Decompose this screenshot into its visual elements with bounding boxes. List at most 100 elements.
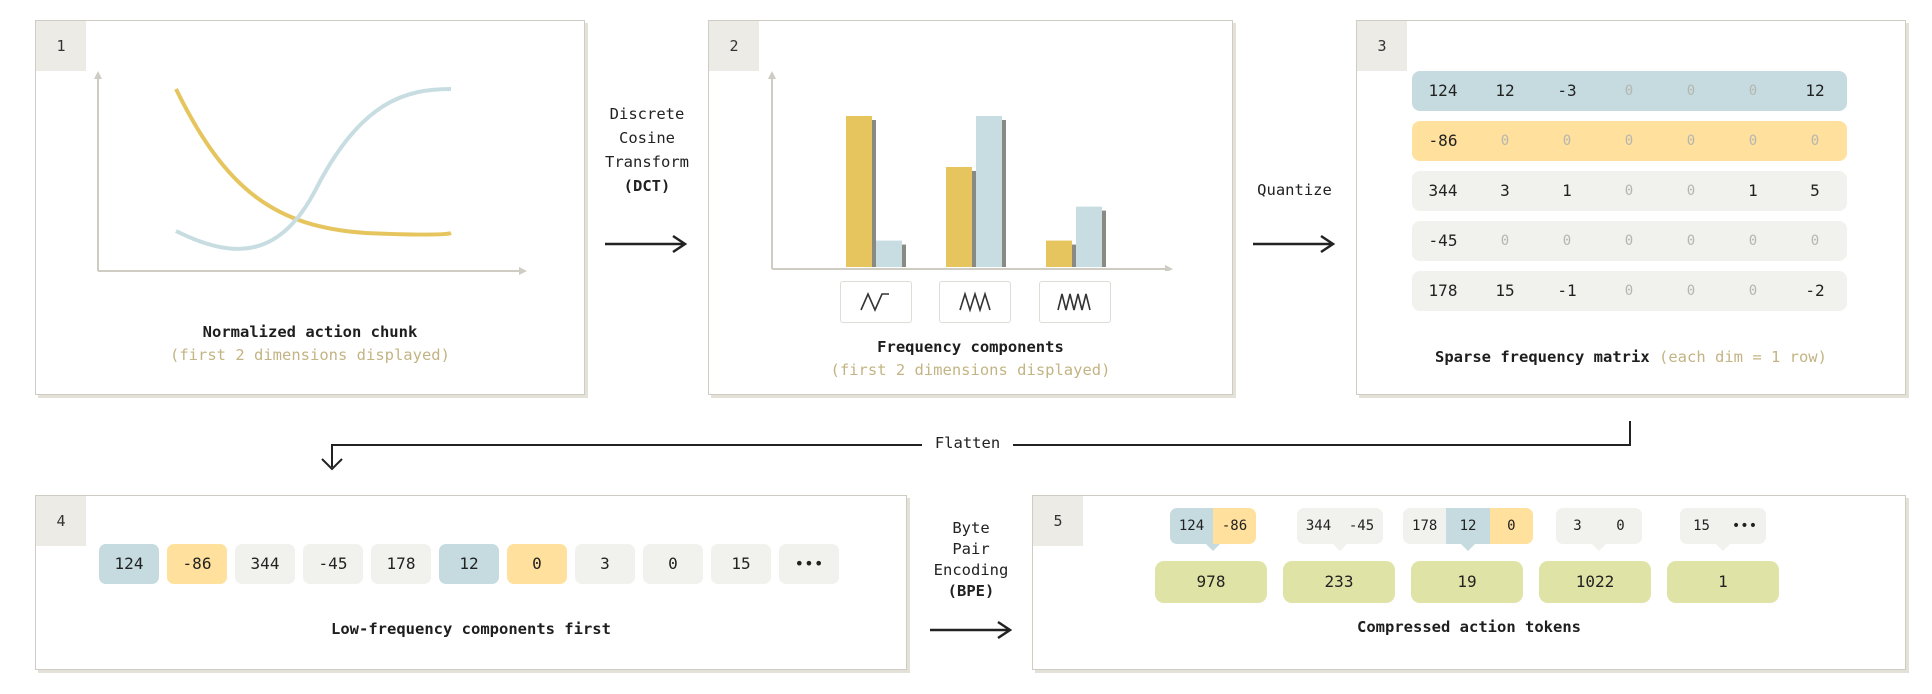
frequency-bar-chart xyxy=(768,71,1173,271)
matrix-cell: 0 xyxy=(1686,233,1696,249)
bar-series-1-mid-frequency xyxy=(946,166,976,267)
bar-series-1-low-frequency xyxy=(846,116,876,267)
matrix-cell: -45 xyxy=(1428,231,1458,250)
quantize-step-label: Quantize xyxy=(1257,181,1332,199)
matrix-cell: 0 xyxy=(1624,83,1634,99)
action-chunk-plot xyxy=(94,71,527,275)
matrix-cell: 5 xyxy=(1810,181,1820,200)
panel-caption: Sparse frequency matrix (each dim = 1 ro… xyxy=(1357,346,1905,369)
panel-title: Compressed action tokens xyxy=(1357,618,1581,636)
group-value: -86 xyxy=(1213,508,1256,544)
matrix-cell: 0 xyxy=(1748,133,1758,149)
group-value: 0 xyxy=(1489,508,1533,544)
panel-title: Normalized action chunk xyxy=(202,323,418,341)
matrix-cell: 0 xyxy=(1686,283,1696,299)
y-axis-arrow xyxy=(768,71,776,79)
flatten-step-label: Flatten xyxy=(922,431,1013,455)
step-badge: 2 xyxy=(709,21,759,71)
merged-group: 124-86 xyxy=(1170,508,1256,551)
dct-step-label: Discrete Cosine Transform (DCT) xyxy=(587,102,707,198)
panel-title: Low-frequency components first xyxy=(331,620,611,638)
matrix-cell: 1 xyxy=(1748,181,1758,200)
step-badge: 4 xyxy=(36,496,86,546)
panel-title: Sparse frequency matrix xyxy=(1435,348,1650,366)
flattened-chip: 344 xyxy=(235,544,295,584)
matrix-cell: -3 xyxy=(1557,81,1577,100)
group-value: 12 xyxy=(1446,508,1490,544)
matrix-cell: 0 xyxy=(1810,233,1820,249)
panel-frequency-components: 2 Frequency components (first 2 dimensio… xyxy=(708,20,1233,395)
matrix-cell: 344 xyxy=(1428,181,1458,200)
panel-normalized-action-chunk: 1 Normalized action chunk (first 2 dimen… xyxy=(35,20,585,395)
bpe-step-label: Byte Pair Encoding (BPE) xyxy=(916,518,1026,602)
merged-group: 15••• xyxy=(1680,508,1766,551)
group-pointer xyxy=(1716,544,1730,551)
matrix-cell: -2 xyxy=(1805,281,1825,300)
flattened-chip: 12 xyxy=(439,544,499,584)
x-axis-arrow xyxy=(1165,265,1173,271)
dct-line-1: Discrete xyxy=(609,105,685,123)
matrix-cell: 0 xyxy=(1500,233,1510,249)
dimension-1-curve xyxy=(174,88,452,237)
bpe-line-2: Pair xyxy=(952,540,990,558)
matrix-cell: 1 xyxy=(1562,181,1572,200)
matrix-cell: -1 xyxy=(1557,281,1577,300)
action-token: 233 xyxy=(1283,561,1395,603)
matrix-cell: 0 xyxy=(1624,233,1634,249)
matrix-cell: 12 xyxy=(1805,81,1825,100)
matrix-cell: -86 xyxy=(1428,131,1458,150)
flattened-chip: 124 xyxy=(99,544,159,584)
bar-series-2-high-frequency xyxy=(1076,206,1106,267)
matrix-cell: 0 xyxy=(1686,83,1696,99)
panel-subtitle: (each dim = 1 row) xyxy=(1659,348,1827,366)
group-pointer xyxy=(1461,544,1475,551)
double-wave-icon xyxy=(939,281,1011,323)
group-value: 178 xyxy=(1403,508,1447,544)
arrow-right-icon xyxy=(1253,234,1336,254)
group-value: 0 xyxy=(1599,508,1642,544)
matrix-cell: 0 xyxy=(1562,133,1572,149)
bpe-line-4: (BPE) xyxy=(947,582,995,600)
matrix-cell: 0 xyxy=(1562,233,1572,249)
triple-wave-icon xyxy=(1039,281,1111,323)
panel-subtitle: (first 2 dimensions displayed) xyxy=(170,346,450,364)
matrix-cell: 0 xyxy=(1624,133,1634,149)
matrix-cell: 15 xyxy=(1495,281,1515,300)
group-pointer xyxy=(1333,544,1347,551)
flattened-chip: -45 xyxy=(303,544,363,584)
arrow-right-icon xyxy=(930,620,1013,640)
dct-line-3: Transform xyxy=(605,153,689,171)
y-axis-arrow xyxy=(94,71,102,79)
arrow-right-icon xyxy=(605,234,688,254)
bar-series-1-high-frequency xyxy=(1046,240,1076,267)
panel-title: Frequency components xyxy=(877,338,1064,356)
group-value: ••• xyxy=(1723,508,1766,544)
matrix-cell: 0 xyxy=(1624,283,1634,299)
matrix-cell: 124 xyxy=(1428,81,1458,100)
group-pointer xyxy=(1206,544,1220,551)
action-token: 1022 xyxy=(1539,561,1651,603)
matrix-cell: 0 xyxy=(1748,283,1758,299)
action-token: 19 xyxy=(1411,561,1523,603)
step-badge: 5 xyxy=(1033,496,1083,546)
dct-line-2: Cosine xyxy=(619,129,675,147)
bar-series-2-low-frequency xyxy=(876,240,906,267)
group-value: 124 xyxy=(1170,508,1213,544)
flattened-chip: 178 xyxy=(371,544,431,584)
flattened-chip: ••• xyxy=(779,544,839,584)
matrix-cell: 12 xyxy=(1495,81,1515,100)
merged-group: 344-45 xyxy=(1297,508,1383,551)
flattened-chip: 15 xyxy=(711,544,771,584)
step-badge: 1 xyxy=(36,21,86,71)
